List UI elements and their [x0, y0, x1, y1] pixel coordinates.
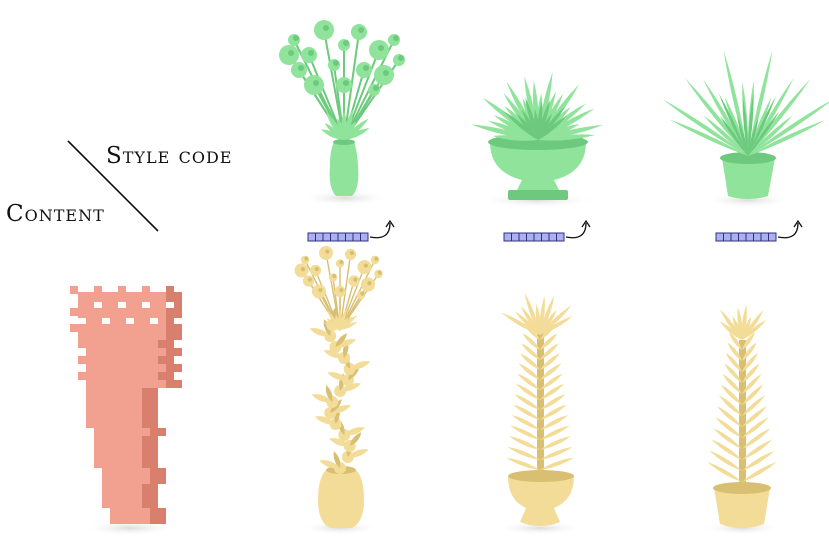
output-flower-vase	[300, 466, 380, 535]
output-fern-icon	[501, 293, 574, 478]
output-fern-urn	[495, 470, 585, 535]
style-plant-fern-urn	[477, 134, 597, 208]
output-flower-icon	[294, 246, 383, 474]
fern-urn-icon	[471, 72, 604, 141]
diagonal-divider	[67, 140, 159, 232]
style-code-bars	[307, 219, 803, 242]
voxel-icon	[70, 286, 182, 524]
output-spiky-pot	[702, 482, 782, 535]
style-plant-spiky-pot	[703, 152, 793, 208]
flower-vase-icon	[279, 20, 405, 141]
spiky-pot-icon	[662, 49, 829, 157]
content-label: Content	[6, 201, 105, 227]
style-code-label: Style code	[106, 143, 233, 169]
output-spiky-icon	[707, 305, 777, 488]
style-plant-flower-vase	[300, 139, 390, 206]
